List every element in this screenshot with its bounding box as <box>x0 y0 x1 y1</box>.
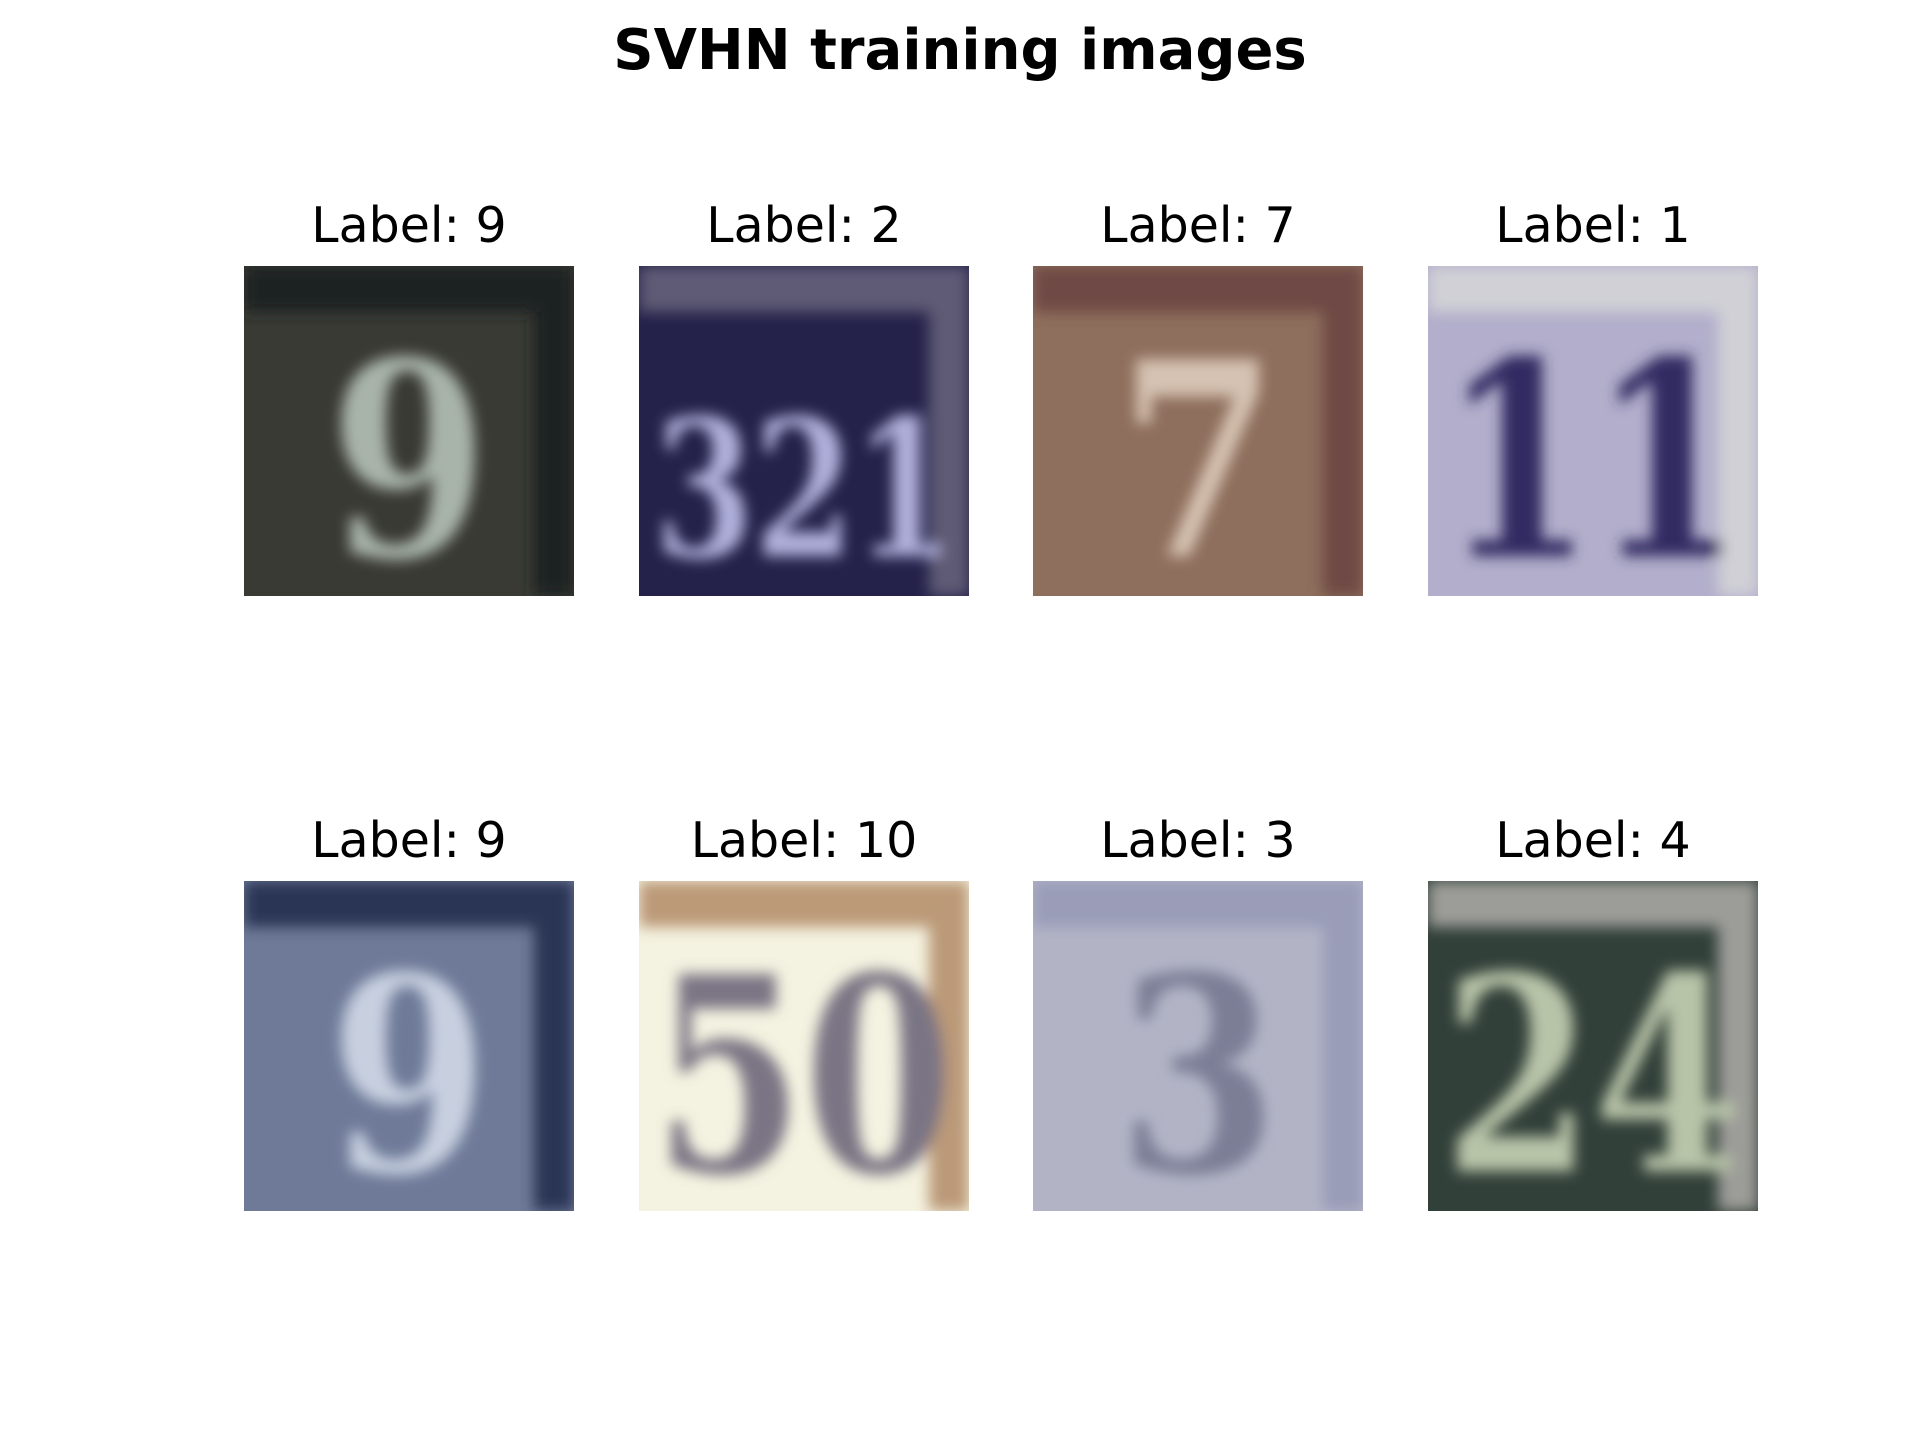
digit-thumbnail: 3 <box>1033 881 1363 1211</box>
svg-text:9: 9 <box>329 302 489 596</box>
svg-text:9: 9 <box>329 917 489 1211</box>
digit-thumbnail: 7 <box>1033 266 1363 596</box>
image-label: Label: 7 <box>1100 197 1296 254</box>
image-label: Label: 2 <box>706 197 902 254</box>
svg-text:321: 321 <box>654 378 954 596</box>
image-cell: Label: 1 11 <box>1428 196 1758 596</box>
image-label: Label: 1 <box>1495 197 1691 254</box>
svg-text:3: 3 <box>1118 917 1278 1211</box>
image-cell: Label: 7 7 <box>1033 196 1363 596</box>
svg-text:11: 11 <box>1443 302 1743 596</box>
digit-thumbnail: 9 <box>244 881 574 1211</box>
image-cell: Label: 9 9 <box>244 196 574 596</box>
figure-title: SVHN training images <box>613 18 1307 83</box>
image-cell: Label: 4 24 <box>1428 811 1758 1211</box>
image-label: Label: 3 <box>1100 812 1296 869</box>
digit-thumbnail: 321 <box>639 266 969 596</box>
svg-text:50: 50 <box>654 917 954 1211</box>
image-cell: Label: 9 9 <box>244 811 574 1211</box>
image-label: Label: 9 <box>311 812 507 869</box>
image-cell: Label: 2 321 <box>639 196 969 596</box>
image-label: Label: 4 <box>1495 812 1691 869</box>
image-cell: Label: 3 3 <box>1033 811 1363 1211</box>
image-label: Label: 10 <box>690 812 918 869</box>
digit-thumbnail: 11 <box>1428 266 1758 596</box>
digit-thumbnail: 50 <box>639 881 969 1211</box>
svg-text:7: 7 <box>1118 302 1278 596</box>
image-label: Label: 9 <box>311 197 507 254</box>
svg-text:24: 24 <box>1443 917 1743 1211</box>
digit-thumbnail: 24 <box>1428 881 1758 1211</box>
digit-thumbnail: 9 <box>244 266 574 596</box>
image-cell: Label: 10 50 <box>639 811 969 1211</box>
